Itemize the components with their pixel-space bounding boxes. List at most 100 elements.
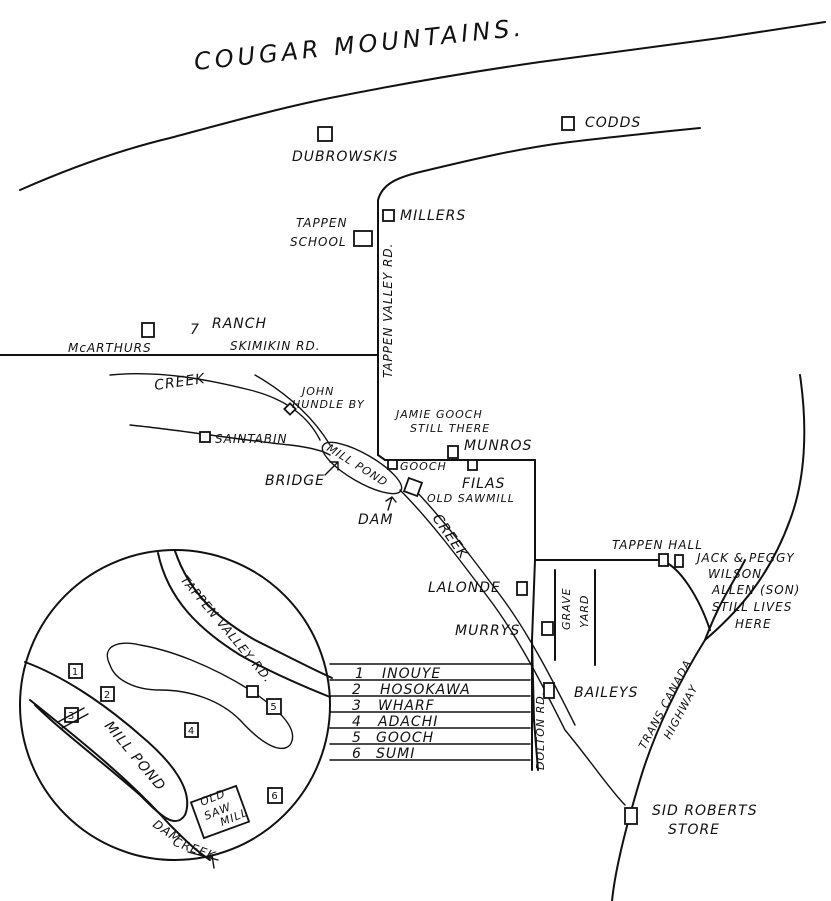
legend-rules — [329, 663, 531, 761]
mcarthurs-label: McARTHURS — [68, 341, 152, 355]
sid-roberts-label-1: SID ROBERTS — [652, 803, 758, 819]
ranch-brand: 7 — [190, 322, 200, 338]
millers-label: MILLERS — [400, 208, 466, 224]
dolton-road-label: DOLTON RD. — [534, 691, 547, 770]
dam-arrow — [385, 496, 397, 511]
dam-label: DAM — [358, 512, 393, 528]
sid-roberts-store — [624, 807, 638, 825]
grave-yard-plot — [554, 569, 596, 666]
john-hundle-label-1: JOHN — [300, 385, 334, 398]
legend-name-3: WHARF — [378, 698, 435, 714]
upper-creek-bank — [254, 374, 331, 446]
jamie-gooch-label-2: STILL THERE — [410, 422, 490, 435]
inset-marker-6-box — [267, 787, 283, 804]
inset-road-edge — [174, 550, 333, 679]
wilson-allen-house — [674, 554, 684, 568]
inset-marker-2: 2 — [104, 690, 111, 701]
inset-marker-3: 3 — [68, 711, 75, 722]
grave-yard-label-2: YARD — [578, 594, 591, 628]
codds-label: CODDS — [585, 115, 641, 131]
munros-label: MUNROS — [464, 438, 532, 454]
mcarthurs-house — [141, 322, 155, 338]
inset-marker-1: 1 — [72, 667, 79, 678]
inset-gooch-extra-box — [246, 685, 259, 698]
inset-marker-5: 5 — [270, 702, 277, 713]
inset-creek-loop — [106, 642, 294, 750]
saintabin-label: SAINTABIN — [215, 432, 288, 446]
inset-marker-4: 4 — [188, 726, 195, 737]
inset-road — [157, 552, 331, 698]
grave-yard-label-1: GRAVE — [560, 587, 573, 630]
old-sawmill-label: OLD SAWMILL — [427, 492, 515, 505]
tappen-road-junction — [377, 454, 536, 461]
mountains-label: COUGAR MOUNTAINS. — [193, 13, 527, 76]
tappen-hall-building — [658, 553, 669, 567]
skimikin-road-label: SKIMIKIN RD. — [230, 339, 321, 353]
tappen-school-label-1: TAPPEN — [296, 216, 347, 230]
murrys-label: MURRYS — [455, 623, 520, 639]
jack-peggy-label-1: JACK & PEGGY — [695, 551, 795, 565]
inset-detail: TAPPEN VALLEY RD. MILL POND OLD SAW MILL… — [19, 549, 333, 869]
legend-num-5: 5 — [352, 730, 362, 746]
lalonde-house — [516, 581, 528, 596]
legend-num-1: 1 — [355, 666, 365, 682]
tappen-hall-label: TAPPEN HALL — [612, 538, 703, 552]
inset-legend: 1 INOUYE 2 HOSOKAWA 3 WHARF 4 ADACHI 5 G… — [329, 663, 531, 762]
main-creek-label: CREEK — [429, 511, 472, 563]
legend-num-2: 2 — [352, 682, 362, 698]
jack-peggy-label-5: HERE — [735, 617, 772, 631]
inset-marker-6: 6 — [271, 791, 278, 802]
lalonde-label: LALONDE — [428, 580, 501, 596]
jack-peggy-label-3: ALLEN (SON) — [711, 583, 800, 597]
legend-name-1: INOUYE — [382, 666, 441, 682]
inset-marker-4-box — [184, 722, 199, 738]
legend-num-3: 3 — [352, 698, 362, 714]
mill-pond — [321, 441, 403, 495]
gooch-house — [387, 459, 398, 470]
baileys-house — [543, 682, 555, 699]
saintabin-house — [199, 431, 211, 443]
codds-house — [561, 116, 575, 131]
murrys-house — [541, 621, 554, 636]
legend-name-4: ADACHI — [377, 714, 438, 730]
john-hundle-house — [283, 402, 297, 416]
dubrowskis-house — [317, 126, 333, 142]
jamie-gooch-label-1: JAMIE GOOCH — [394, 408, 483, 421]
dubrowskis-label: DUBROWSKIS — [292, 149, 398, 165]
upper-creek-label: CREEK — [153, 371, 207, 394]
inset-road-label: TAPPEN VALLEY RD. — [178, 573, 276, 686]
inset-marker-5-box — [266, 698, 282, 715]
inset-pond-shore — [29, 699, 211, 861]
inset-pond-outline — [24, 661, 189, 822]
legend-name-6: SUMI — [376, 746, 415, 762]
mountain-ridge — [19, 21, 826, 191]
gooch-label: GOOCH — [400, 460, 447, 473]
inset-marker-2-box — [100, 686, 115, 702]
legend-num-6: 6 — [352, 746, 362, 762]
inset-old-saw-mill — [189, 784, 251, 840]
john-hundle-label-2: HUNDLE BY — [292, 398, 365, 411]
tappen-valley-road — [377, 127, 701, 456]
bridge-label: BRIDGE — [265, 473, 325, 489]
bridge-arrow — [324, 461, 339, 476]
baileys-label: BAILEYS — [574, 685, 638, 701]
filas-house — [467, 459, 478, 471]
main-creek-bank — [409, 484, 576, 726]
tappen-valley-road-label: TAPPEN VALLEY RD. — [381, 243, 395, 378]
legend-num-4: 4 — [352, 714, 362, 730]
inset-dam-line — [187, 851, 219, 869]
highway-spur — [704, 559, 746, 641]
tappen-school-building — [353, 230, 373, 247]
ranch-label: RANCH — [212, 316, 267, 332]
legend-name-5: GOOCH — [376, 730, 434, 746]
legend-name-2: HOSOKAWA — [380, 682, 471, 698]
munros-house — [447, 445, 459, 459]
jack-peggy-label-2: WILSON — [708, 567, 762, 581]
main-creek — [399, 489, 626, 806]
millers-house — [382, 209, 395, 222]
old-sawmill-building — [402, 476, 424, 498]
lower-creek — [129, 424, 331, 456]
sid-roberts-label-2: STORE — [668, 822, 720, 838]
inset-wharf-pier — [57, 707, 89, 729]
